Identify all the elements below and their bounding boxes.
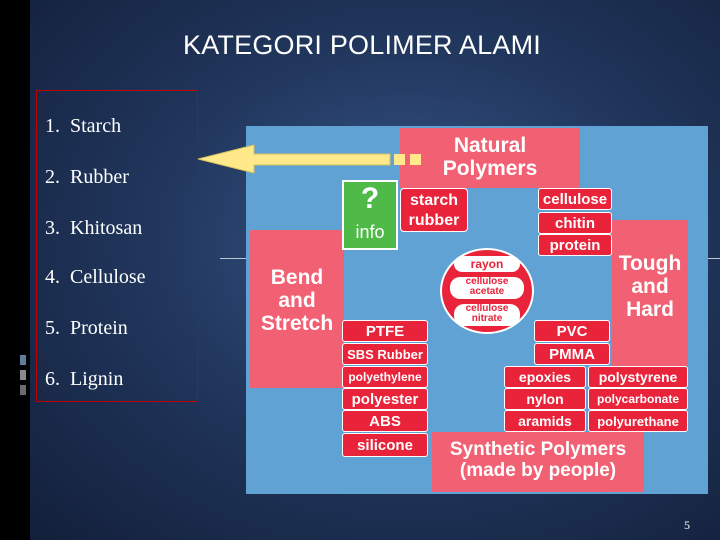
cell-ptfe: PTFE (342, 320, 428, 342)
panel-label-line: and (631, 275, 669, 299)
bend-stretch-label: Bend and Stretch (250, 266, 344, 335)
panel-label-line: Bend (270, 266, 324, 289)
pill-line: cellulose (465, 276, 509, 287)
cell-abs: ABS (342, 410, 428, 432)
cell-label: starch (409, 192, 459, 209)
panel-label-line: Hard (626, 298, 674, 322)
cell-sbs-rubber: SBS Rubber (342, 343, 428, 365)
pill-cellulose-acetate: cellulose acetate (450, 277, 524, 299)
list-item: 2. Rubber (45, 166, 129, 189)
info-box[interactable]: ? info (342, 180, 398, 250)
polymer-diagram: Natural Polymers Bend and Stretch Tough … (246, 126, 708, 494)
list-number: 1. (45, 115, 60, 137)
list-number: 4. (45, 266, 60, 288)
list-label: Rubber (70, 166, 129, 188)
tough-hard-panel: Tough and Hard (612, 220, 688, 366)
corner-mark (18, 52, 28, 84)
panel-label-line: and (278, 289, 316, 313)
synthetic-polymers-label: Synthetic Polymers (made by people) (432, 439, 644, 482)
list-item: 6. Lignin (45, 368, 123, 391)
natural-polymers-label: Natural Polymers (400, 134, 580, 180)
cell-polyethylene: polyethylene (342, 366, 428, 388)
pill-line: cellulose (465, 303, 509, 314)
panel-label-line: Synthetic Polymers (449, 439, 627, 460)
list-number: 6. (45, 368, 60, 390)
pill-cellulose-nitrate: cellulose nitrate (454, 304, 520, 326)
list-label: Protein (70, 317, 128, 339)
cell-chitin: chitin (538, 212, 612, 234)
natural-polymers-panel: Natural Polymers (400, 128, 580, 188)
cell-pvc: PVC (534, 320, 610, 342)
list-item: 4. Cellulose (45, 266, 146, 289)
list-item: 1. Starch (45, 115, 121, 138)
list-label: Cellulose (70, 266, 146, 288)
list-label: Khitosan (70, 217, 143, 239)
list-number: 2. (45, 166, 60, 188)
panel-label-line: Tough (618, 252, 682, 275)
slide-title: KATEGORI POLIMER ALAMI (183, 30, 541, 60)
accent-bar (20, 370, 26, 380)
cell-silicone: silicone (342, 433, 428, 457)
cell-nylon: nylon (504, 388, 586, 410)
list-label: Starch (70, 115, 122, 137)
cell-epoxies: epoxies (504, 366, 586, 388)
pill-rayon: rayon (454, 256, 520, 272)
accent-bar (20, 385, 26, 395)
panel-label-line: (made by people) (459, 459, 617, 481)
list-item: 5. Protein (45, 317, 128, 340)
list-label: Lignin (70, 368, 124, 390)
cell-protein: protein (538, 234, 612, 256)
bend-stretch-panel: Bend and Stretch (250, 230, 344, 388)
page-number: 5 (684, 518, 690, 532)
list-item: 3. Khitosan (45, 217, 142, 240)
tough-hard-label: Tough and Hard (612, 252, 688, 321)
pill-line: acetate (469, 286, 505, 297)
panel-label-line: Stretch (260, 312, 334, 336)
cell-cellulose: cellulose (538, 188, 612, 210)
cell-polystyrene: polystyrene (588, 366, 688, 388)
cell-label: rubber (408, 212, 460, 229)
panel-label-line: Polymers (442, 157, 538, 181)
left-edge-bar (0, 0, 30, 540)
semi-synthetic-circle: rayon cellulose acetate cellulose nitrat… (440, 248, 534, 334)
info-label: info (355, 222, 385, 242)
pill-line: nitrate (471, 313, 503, 324)
question-icon: ? (360, 182, 380, 215)
cell-polyurethane: polyurethane (588, 410, 688, 432)
cell-aramids: aramids (504, 410, 586, 432)
list-number: 5. (45, 317, 60, 339)
cell-polycarbonate: polycarbonate (588, 388, 688, 410)
natural-polymer-list: 1. Starch 2. Rubber 3. Khitosan 4. Cellu… (36, 90, 198, 402)
accent-bar (20, 355, 26, 365)
cell-pmma: PMMA (534, 343, 610, 365)
synthetic-polymers-panel: Synthetic Polymers (made by people) (432, 432, 644, 492)
natural-left-cell: starch rubber (400, 188, 468, 232)
cell-polyester: polyester (342, 388, 428, 410)
panel-label-line: Natural (453, 134, 527, 157)
list-number: 3. (45, 217, 60, 239)
left-arrow-icon (197, 144, 421, 174)
